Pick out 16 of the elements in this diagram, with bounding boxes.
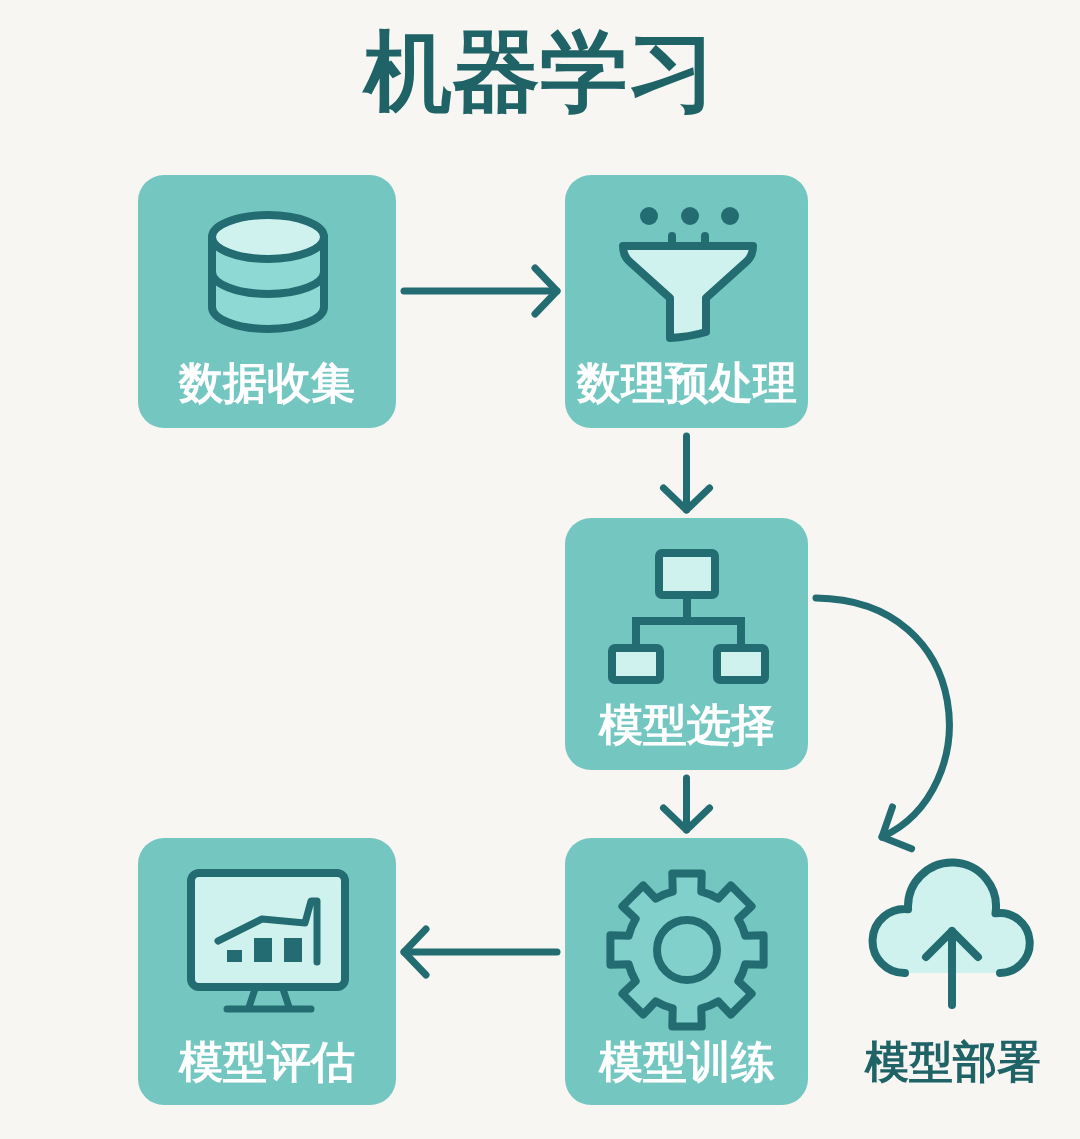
process-box bbox=[565, 175, 808, 428]
arrow bbox=[660, 774, 713, 834]
node-label: 模型训练 bbox=[598, 1036, 775, 1088]
arrow bbox=[400, 264, 561, 318]
arrow bbox=[660, 432, 713, 514]
process-box bbox=[138, 838, 396, 1105]
process-box bbox=[565, 838, 808, 1105]
node-label: 模型选择 bbox=[598, 699, 775, 751]
node-label: 数理预处理 bbox=[576, 357, 797, 409]
title: 机器学习 bbox=[364, 22, 716, 122]
process-box bbox=[138, 175, 396, 428]
node-label: 数据收集 bbox=[179, 357, 355, 409]
arrow bbox=[400, 925, 561, 979]
process-box bbox=[565, 518, 808, 770]
node-label: 模型评估 bbox=[179, 1036, 355, 1088]
node-label: 模型部署 bbox=[864, 1036, 1041, 1088]
